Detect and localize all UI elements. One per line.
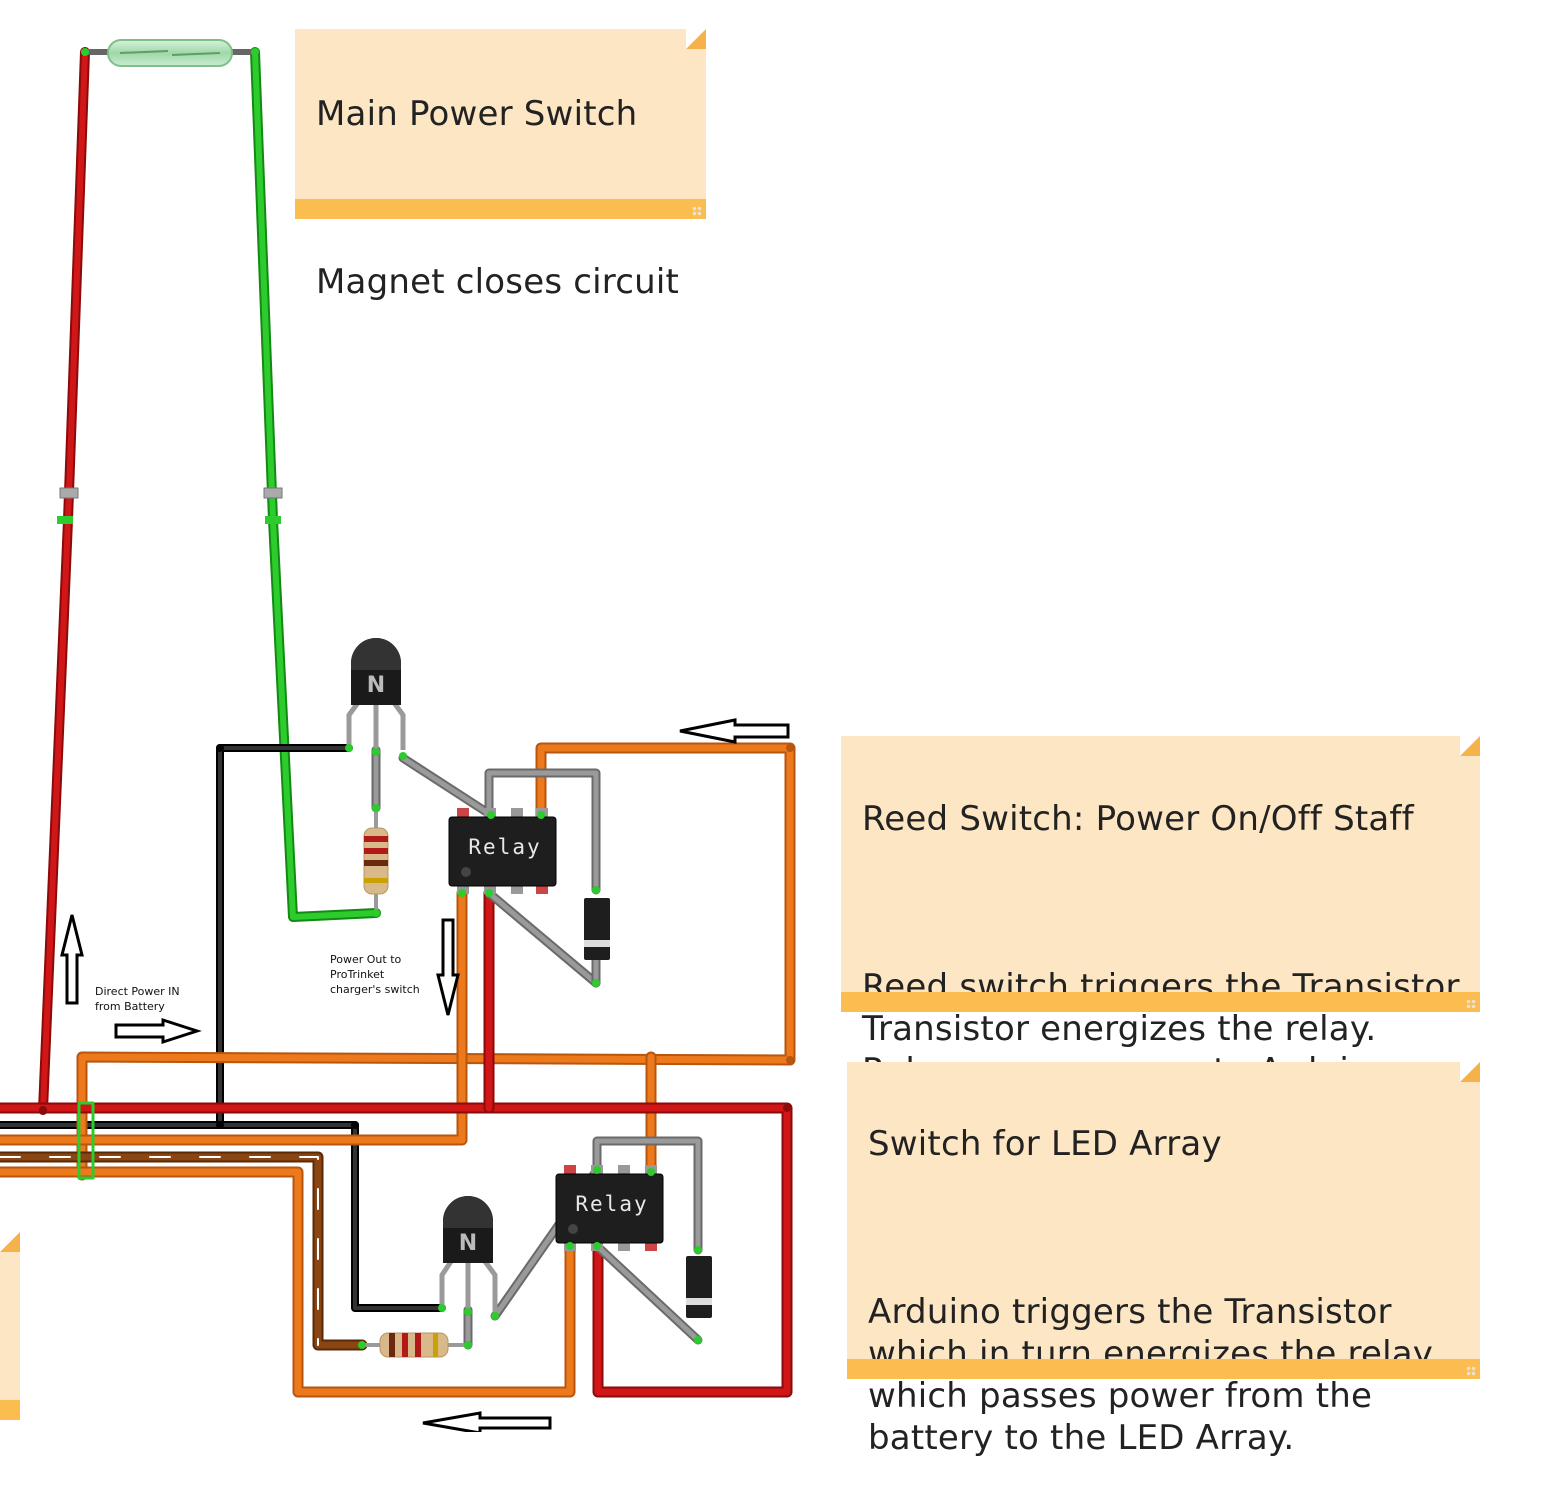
diode-bottom[interactable] xyxy=(686,1246,712,1344)
note-main-power[interactable]: Main Power Switch Magnet closes circuit xyxy=(295,29,706,302)
reed-switch[interactable] xyxy=(81,39,259,67)
resistor-top[interactable] xyxy=(363,804,389,917)
note-bar xyxy=(841,992,1480,1012)
junction-dots xyxy=(39,744,794,1129)
transistor-bottom-mark: N xyxy=(459,1231,477,1256)
red-wire-main[interactable] xyxy=(0,887,793,1398)
note-led-switch-title: Switch for LED Array xyxy=(868,1124,1222,1164)
circuit-diagram: N Relay xyxy=(0,39,796,1432)
relay-top[interactable]: Relay xyxy=(448,808,557,897)
label-power-out: Power Out to ProTrinket charger's switch xyxy=(330,953,420,996)
note-reed-switch-title: Reed Switch: Power On/Off Staff xyxy=(862,799,1414,839)
green-wire-reed[interactable] xyxy=(250,47,381,922)
note-bar xyxy=(295,199,706,219)
resistor-bottom[interactable] xyxy=(358,1332,472,1358)
wires xyxy=(0,47,796,1398)
arrow-right-icon xyxy=(114,1017,202,1045)
note-fold-icon xyxy=(1460,1062,1480,1082)
note-main-power-body: Magnet closes circuit xyxy=(316,262,680,302)
note-fold-icon xyxy=(686,29,706,49)
note-fold-icon xyxy=(1460,736,1480,756)
arrow-up-icon xyxy=(60,914,84,1005)
note-led-switch[interactable]: Switch for LED Array Arduino triggers th… xyxy=(847,1062,1480,1458)
note-partial-left[interactable] xyxy=(0,1232,20,1420)
transistor-top-mark: N xyxy=(367,673,385,698)
note-reed-switch[interactable]: Reed Switch: Power On/Off Staff Reed swi… xyxy=(841,736,1480,1091)
arrow-down-icon xyxy=(436,918,460,1016)
note-fold-icon xyxy=(0,1232,20,1252)
transistor-top[interactable]: N xyxy=(345,638,407,760)
diode-top[interactable] xyxy=(584,886,610,987)
note-bar xyxy=(0,1400,20,1420)
note-main-power-title: Main Power Switch xyxy=(316,94,638,134)
resize-grip-icon[interactable] xyxy=(1466,1366,1476,1376)
label-direct-power: Direct Power IN from Battery xyxy=(95,985,180,1013)
gray-leads-top xyxy=(371,745,601,988)
transistor-bottom[interactable]: N xyxy=(438,1196,499,1320)
resize-grip-icon[interactable] xyxy=(1466,999,1476,1009)
relay-top-label: Relay xyxy=(468,835,541,859)
flow-arrows xyxy=(60,718,790,1432)
brown-wire-signal[interactable] xyxy=(0,1151,368,1351)
relay-bottom-label: Relay xyxy=(575,1192,648,1216)
orange-wire-power-out[interactable] xyxy=(0,742,796,1398)
wire-connectors xyxy=(57,487,283,1180)
relay-bottom[interactable]: Relay xyxy=(555,1165,664,1251)
arrow-left-icon xyxy=(679,718,790,744)
note-bar xyxy=(847,1359,1480,1379)
resize-grip-icon[interactable] xyxy=(692,206,702,216)
note-led-switch-text: Switch for LED Array Arduino triggers th… xyxy=(868,1081,1470,1501)
note-main-power-text: Main Power Switch Magnet closes circuit xyxy=(316,51,696,345)
arrow-left-bottom-icon xyxy=(422,1411,552,1432)
